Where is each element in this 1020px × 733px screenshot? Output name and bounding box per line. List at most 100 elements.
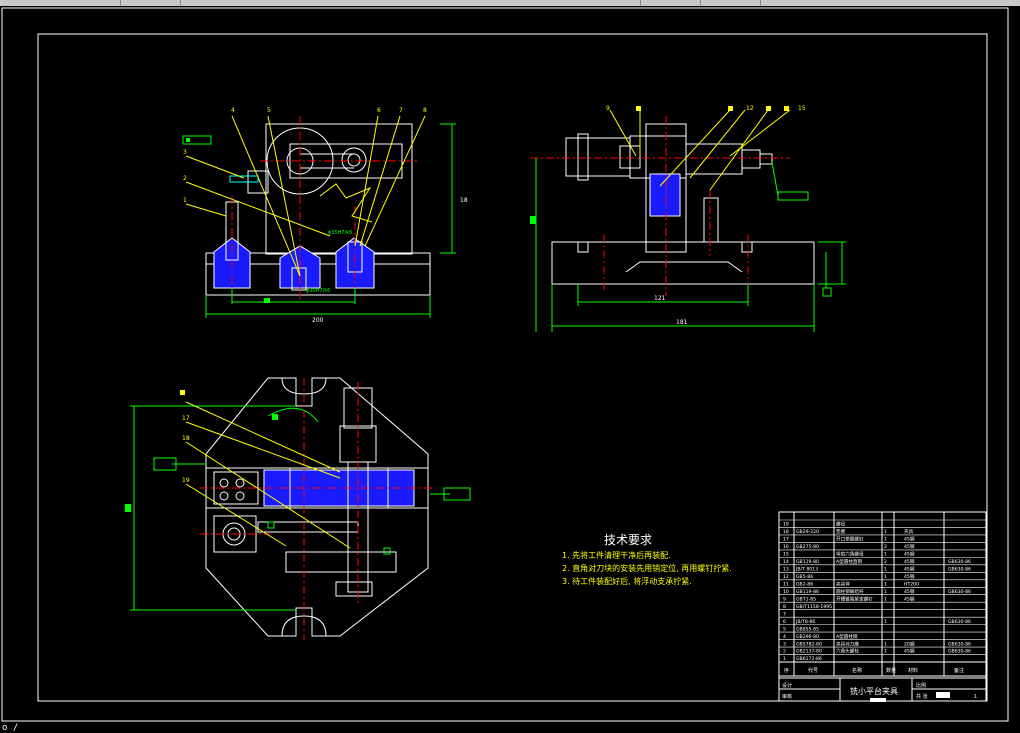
bom-cell-qty: 1 bbox=[884, 567, 887, 573]
bom-cell-no: 17 bbox=[783, 537, 789, 543]
tech-req-item-3: 3. 待工件装配好后, 将浮动支承拧紧. bbox=[562, 576, 692, 586]
bom-cell-material: 45钢 bbox=[904, 648, 915, 655]
bom-cell-name: 夹具对刀座 bbox=[836, 640, 859, 647]
dim-fit: ϕ35H7/k6 bbox=[328, 230, 352, 236]
bom-cell-qty: 1 bbox=[884, 589, 887, 595]
bom-cell-code: GB2-86 bbox=[796, 581, 813, 587]
bom-cell-code: GB855-85 bbox=[796, 626, 819, 632]
front-view: 4 5 6 7 8 3 2 1 200 18 ϕ35H7/k6 ϕ30H7/k6 bbox=[182, 107, 468, 324]
tech-req-item-1: 1. 先将工件清理干净后再装配. bbox=[562, 550, 671, 560]
bom-cell-no: 4 bbox=[783, 634, 786, 640]
bom-row: 5 GB855-85 bbox=[779, 624, 986, 632]
title-block-scale: 比例 bbox=[916, 682, 926, 689]
bom-cell-material: 45钢 bbox=[904, 551, 915, 558]
bom-cell-no: 2 bbox=[783, 649, 786, 655]
bom-cell-no: 5 bbox=[783, 626, 786, 632]
bom-cell-code: GB119-86 bbox=[796, 589, 819, 595]
bom-cell-qty: 1 bbox=[884, 641, 887, 647]
bom-header-code: 代号 bbox=[808, 667, 818, 674]
dim-side-overall-width: 181 bbox=[676, 319, 688, 326]
corner-char: o / bbox=[2, 723, 19, 733]
dim-inner-width: 121 bbox=[654, 295, 666, 302]
bom-cell-no: 11 bbox=[783, 581, 789, 587]
bom-header: 序 代号 名称 数量 材料 备注 bbox=[778, 661, 987, 677]
bom-header-name: 名称 bbox=[852, 667, 862, 674]
bom-row: 8 GB/T1158-1995 bbox=[779, 601, 986, 610]
bom-cell-no: 10 bbox=[783, 589, 789, 595]
dim-bore: ϕ30H7/k6 bbox=[306, 288, 330, 294]
balloon-19: 19 bbox=[182, 477, 190, 484]
bom-cell-qty: 2 bbox=[884, 544, 887, 550]
title-block-check: 审核 bbox=[782, 693, 792, 700]
balloon-12: 12 bbox=[746, 105, 754, 112]
balloon-9: 9 bbox=[606, 105, 610, 112]
title-block-page: 1 bbox=[974, 694, 977, 700]
bom-cell-material: 45钢 bbox=[904, 558, 915, 565]
bom-row: 16 GB275-80 2 45钢 bbox=[779, 542, 986, 550]
cad-drawing-canvas: 4 5 6 7 8 3 2 1 200 18 ϕ35H7/k6 ϕ30H7/k6 bbox=[1, 7, 1009, 722]
bom-cell-material: 20钢 bbox=[904, 640, 915, 647]
bom-cell-no: 1 bbox=[783, 656, 786, 662]
bom-cell-name: 六角头螺栓 bbox=[836, 648, 859, 655]
bom-cell-name: 带肩六角螺母 bbox=[836, 551, 864, 558]
bom-cell-name: 开槽锥端紧定螺钉 bbox=[836, 595, 873, 602]
bom-cell-qty: 1 bbox=[884, 581, 887, 587]
balloon-6: 6 bbox=[377, 107, 381, 114]
balloon-3: 3 bbox=[183, 149, 187, 156]
bom-cell-no: 13 bbox=[783, 567, 789, 573]
bom-cell-name: 垫圈 bbox=[836, 528, 846, 535]
bom-cell-code: GB/T1158-1995 bbox=[796, 604, 832, 610]
balloon-17: 17 bbox=[182, 415, 190, 422]
bom-cell-qty: 1 bbox=[884, 649, 887, 655]
bom-cell-code: JB/T 8013 bbox=[795, 567, 818, 573]
balloon-7: 7 bbox=[399, 107, 403, 114]
bom-cell-code: GB5782-80 bbox=[796, 641, 822, 647]
bom-cell-no: 19 bbox=[783, 522, 789, 528]
title-block-name: 铣小平台夹具 bbox=[850, 686, 898, 696]
bom-cell-material: 45钢 bbox=[904, 566, 915, 573]
bom-cell-no: 15 bbox=[783, 552, 789, 558]
bom-cell-no: 8 bbox=[783, 604, 786, 610]
bom-cell-no: 7 bbox=[783, 611, 786, 617]
bom-cell-name: 开口垫圈螺钉 bbox=[836, 536, 864, 543]
bom-cell-no: 18 bbox=[783, 529, 789, 535]
top-view: 17 18 19 bbox=[125, 377, 471, 640]
bom-cell-note: GB630-86 bbox=[948, 619, 971, 625]
bom-cell-no: 3 bbox=[783, 641, 786, 647]
bom-cell-qty: 2 bbox=[884, 559, 887, 565]
bom-cell-code: GB275-80 bbox=[796, 544, 819, 550]
bom-header-qty: 数量 bbox=[886, 667, 896, 674]
tech-req-item-2: 2. 直角对刀块的安装先用销定位, 再用螺钉拧紧. bbox=[562, 563, 732, 573]
bom-cell-no: 6 bbox=[783, 619, 786, 625]
bom-cell-note: GB630-86 bbox=[948, 649, 971, 655]
balloon-2: 2 bbox=[183, 175, 187, 182]
bom-cell-qty: 1 bbox=[884, 596, 887, 602]
bom-cell-material: 45钢 bbox=[904, 536, 915, 543]
bom-header-note: 备注 bbox=[954, 667, 964, 674]
bom-cell-code: GB5-86 bbox=[796, 574, 813, 580]
bom-cell-no: 16 bbox=[783, 544, 789, 550]
bom-cell-note: GB630-86 bbox=[948, 589, 971, 595]
bom-cell-name: A型圆柱销 bbox=[836, 633, 858, 640]
bom-cell-material: 夹具 bbox=[904, 528, 914, 535]
bom-cell-note: GB630-86 bbox=[948, 559, 971, 565]
bom-cell-material: 45钢 bbox=[904, 543, 915, 550]
bom-cell-name: 夹具体 bbox=[836, 580, 850, 587]
side-view: 9 12 15 121 181 bbox=[530, 105, 846, 332]
bom-cell-qty: 1 bbox=[884, 552, 887, 558]
balloon-4: 4 bbox=[231, 107, 235, 114]
bom-cell-code: GB2137-80 bbox=[796, 649, 822, 655]
bom-cell-code: GB119-80 bbox=[796, 559, 819, 565]
